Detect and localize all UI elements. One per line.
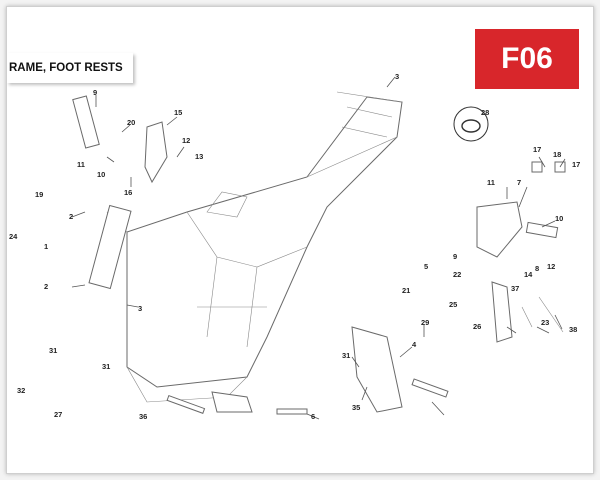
callout-label: 15 xyxy=(174,108,182,117)
bolts-drawing xyxy=(166,391,308,415)
callout-label: 3 xyxy=(395,72,399,81)
callout-label: 14 xyxy=(524,270,533,279)
callout-label: 10 xyxy=(555,214,563,223)
callout-label: 18 xyxy=(553,150,561,159)
callout-label: 8 xyxy=(535,264,539,273)
callout-label: 36 xyxy=(139,412,147,421)
callout-label: 10 xyxy=(97,170,105,179)
callout-label: 16 xyxy=(124,188,132,197)
callout-label: 31 xyxy=(102,362,110,371)
callout-label: 2 xyxy=(44,282,48,291)
section-code-badge: F06 xyxy=(475,29,579,89)
callout-label: 31 xyxy=(342,351,350,360)
callout-label: 27 xyxy=(54,410,62,419)
callout-label: 38 xyxy=(569,325,577,334)
footrest-left-drawing xyxy=(72,95,168,184)
callout-label: 21 xyxy=(402,286,410,295)
callout-label: 3 xyxy=(138,304,142,313)
callout-label: 5 xyxy=(424,262,428,271)
callout-label: 32 xyxy=(17,386,25,395)
callout-label: 23 xyxy=(541,318,549,327)
callout-label: 31 xyxy=(49,346,57,355)
callout-label: 17 xyxy=(572,160,580,169)
callout-label: 37 xyxy=(511,284,519,293)
callout-label: 11 xyxy=(77,160,85,169)
frame-drawing xyxy=(88,91,403,403)
callout-label: 7 xyxy=(517,178,521,187)
parts-diagram-sheet: RAME, FOOT RESTS F06 xyxy=(6,6,594,474)
callout-label: 22 xyxy=(453,270,461,279)
callout-label: 9 xyxy=(93,88,97,97)
callout-label: 35 xyxy=(352,403,360,412)
callout-label: 28 xyxy=(481,108,489,117)
clamp-ring-drawing xyxy=(453,106,489,142)
section-title: RAME, FOOT RESTS xyxy=(7,53,133,83)
callout-label: 11 xyxy=(487,178,495,187)
side-stand-drawing xyxy=(491,281,564,343)
frame-exploded-drawing: 3 9 20 15 12 13 11 10 16 28 17 18 17 11 … xyxy=(9,72,580,421)
callout-label: 4 xyxy=(412,340,417,349)
callout-label: 12 xyxy=(547,262,555,271)
callout-label: 12 xyxy=(182,136,190,145)
callout-label: 20 xyxy=(127,118,135,127)
callout-label: 19 xyxy=(35,190,43,199)
callout-label: 26 xyxy=(473,322,481,331)
callout-label: 29 xyxy=(421,318,429,327)
callout-label: 1 xyxy=(44,242,48,251)
callout-labels: 3 9 20 15 12 13 11 10 16 28 17 18 17 11 … xyxy=(9,72,580,421)
callout-label: 24 xyxy=(9,232,18,241)
callout-label: 6 xyxy=(311,412,315,421)
callout-label: 2 xyxy=(69,212,73,221)
callout-label: 17 xyxy=(533,145,541,154)
passenger-bracket-drawing xyxy=(351,326,449,413)
callout-label: 9 xyxy=(453,252,457,261)
callout-label: 13 xyxy=(195,152,203,161)
leader-lines xyxy=(71,76,566,420)
callout-label: 25 xyxy=(449,300,457,309)
footrest-right-drawing xyxy=(476,161,566,258)
